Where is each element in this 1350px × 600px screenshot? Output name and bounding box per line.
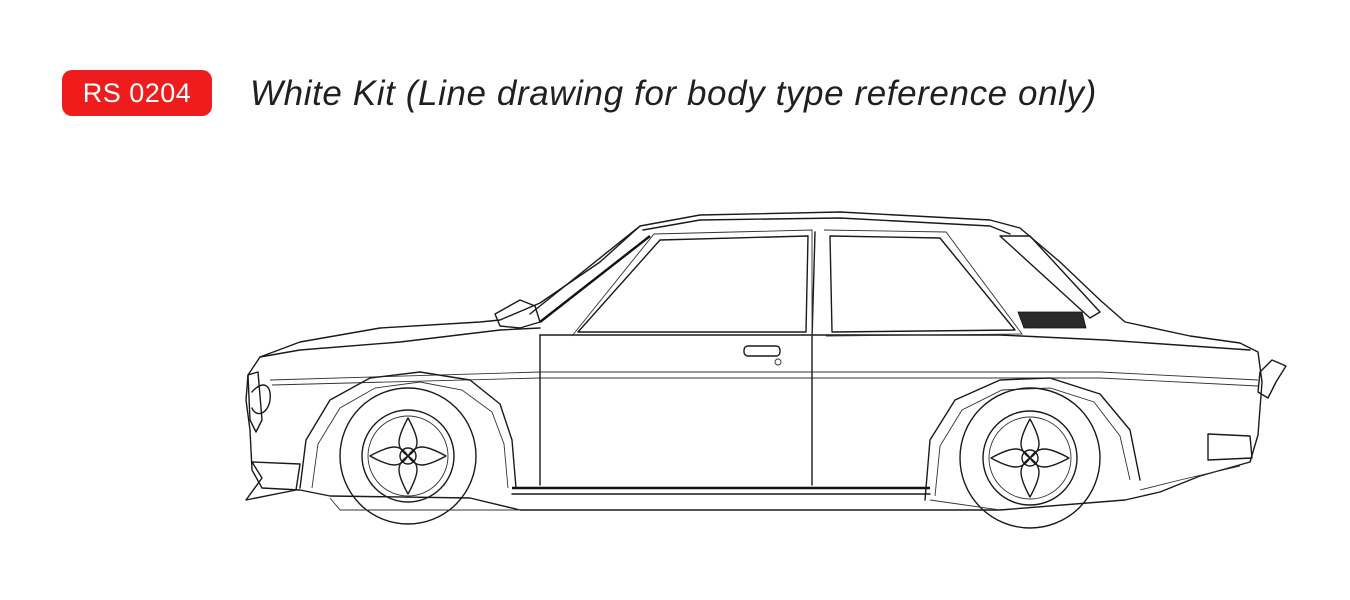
product-code-badge: RS 0204: [62, 70, 212, 116]
drawing-caption: White Kit (Line drawing for body type re…: [250, 74, 1097, 113]
